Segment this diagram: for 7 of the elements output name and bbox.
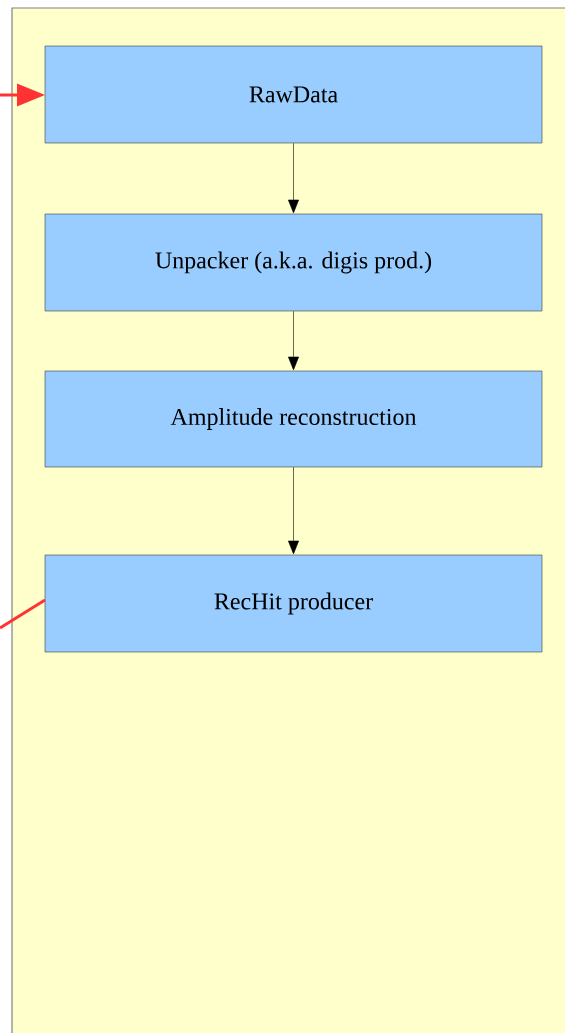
process-box: RecHit producer [44, 554, 543, 653]
process-box: Unpacker (a.k.a. digis prod.) [44, 213, 543, 312]
process-box: RawData [44, 45, 543, 144]
arrow [288, 311, 299, 371]
arrow [288, 143, 299, 214]
arrow [288, 467, 299, 555]
process-box: Amplitude reconstruction [44, 370, 543, 468]
